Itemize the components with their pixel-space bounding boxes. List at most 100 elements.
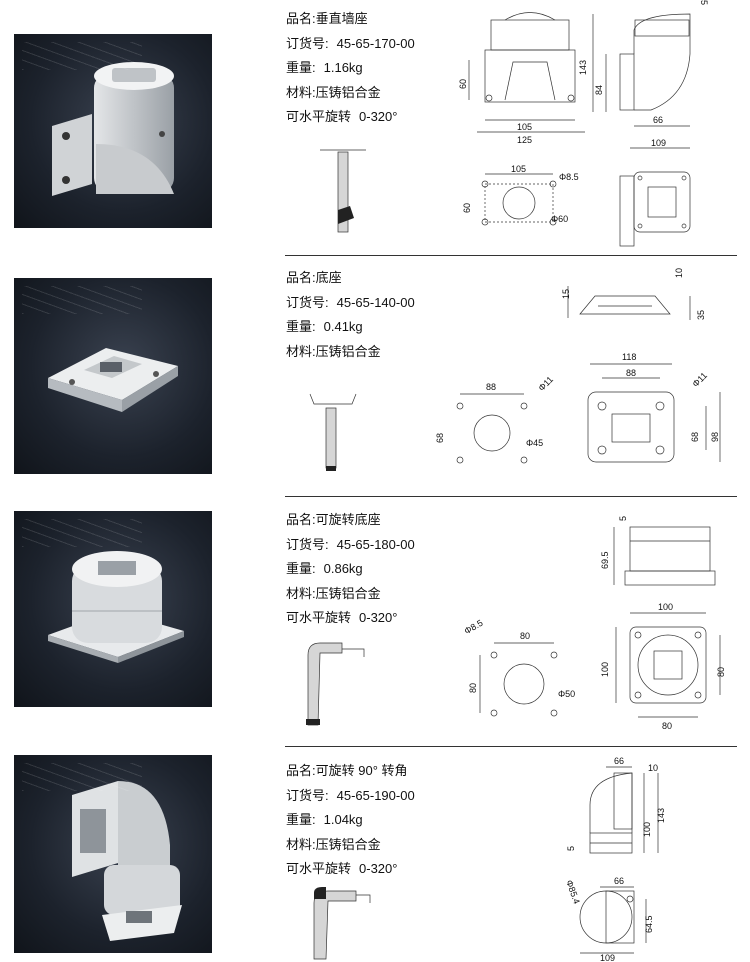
product-section-2: 品名:底座 订货号:45-65-140-00 重量:0.41kg 材料:压铸铝合… — [0, 256, 750, 496]
dim-bolt-w: 88 — [486, 382, 496, 392]
tech-drawing-4: 66 10 100 143 5 66 Φ85.4 64.5 109 — [564, 756, 666, 962]
dim-top-w: 100 — [658, 602, 673, 612]
mount-diagram-2 — [309, 393, 357, 471]
dim-hole: Φ8.5 — [463, 618, 485, 637]
product-specs-3: 品名:可旋转底座 订货号:45-65-180-00 重量:0.86kg 材料:压… — [286, 508, 415, 631]
dim-h2: 143 — [656, 808, 666, 823]
name-label: 品名: — [286, 11, 316, 26]
dim-top-w: 66 — [614, 756, 624, 766]
rotation-value: 0-320° — [359, 610, 398, 625]
material-value: 压铸铝合金 — [315, 84, 381, 100]
weight-value: 0.86kg — [323, 561, 363, 576]
dim-top-w2: 80 — [662, 721, 672, 731]
dim-d: Φ85.4 — [564, 879, 582, 906]
dim-circle: Φ60 — [551, 214, 568, 224]
weight-value: 1.04kg — [323, 812, 363, 827]
product-specs-2: 品名:底座 订货号:45-65-140-00 重量:0.41kg 材料:压铸铝合… — [286, 266, 415, 364]
dim-top-w1: 118 — [622, 352, 636, 362]
dim-bolt-h: 60 — [462, 203, 472, 213]
dim-hole: Φ8.5 — [559, 172, 579, 182]
weight-label: 重量: — [286, 561, 316, 576]
section-divider — [285, 746, 737, 747]
material-value: 压铸铝合金 — [315, 585, 381, 601]
rotation-value: 0-320° — [359, 861, 398, 876]
dim-front-w2: 125 — [517, 135, 532, 145]
product-name: 可旋转 90° 转角 — [315, 763, 408, 778]
weight-label: 重量: — [286, 812, 316, 827]
order-number: 45-65-190-00 — [336, 787, 415, 803]
material-value: 压铸铝合金 — [315, 343, 381, 359]
rotatable-base-render — [48, 551, 184, 663]
product-section-4: 品名:可旋转 90° 转角 订货号: 45-65-190-00 重量: 1.04kg… — [0, 747, 750, 962]
rotatable-corner-render — [72, 781, 182, 941]
order-label: 订货号: — [286, 35, 329, 51]
weight-label: 重量: — [286, 319, 316, 334]
dim-top-right: 5 — [699, 0, 709, 5]
material-label: 材料: — [286, 585, 316, 601]
material-value: 压铸铝合金 — [315, 836, 381, 852]
product-section-1: 品名:垂直墙座 订货号: 45-65-170-00 重量: 1.16kg 材料:压铸… — [0, 0, 750, 255]
rotation-label: 可水平旋转 — [286, 109, 352, 124]
dim-top-h2: 80 — [716, 667, 726, 677]
order-number: 45-65-170-00 — [336, 35, 415, 51]
dim-bh: 64.5 — [644, 915, 654, 933]
dim-side-t: 10 — [674, 268, 684, 278]
dim-hole: Φ11 — [536, 374, 555, 393]
dim-top-w2: 88 — [626, 368, 636, 378]
dim-top-t: 10 — [648, 763, 658, 773]
product-photo-base — [14, 278, 212, 474]
dim-t: 5 — [566, 846, 576, 851]
weight-value: 1.16kg — [323, 60, 363, 75]
tech-drawing-1: 105 125 60 143 84 66 5 105 Φ8.5 Φ60 60 1… — [458, 0, 709, 247]
weight-label: 重量: — [286, 60, 316, 75]
tech-drawing-2: 15 10 35 88 Φ11 Φ45 68 118 88 Φ11 68 98 — [435, 268, 721, 464]
order-number: 45-65-180-00 — [336, 536, 415, 552]
product-name: 底座 — [315, 270, 342, 285]
product-name: 垂直墙座 — [315, 11, 368, 26]
product-photo-wall-mount — [14, 34, 212, 228]
dim-top-h2: 98 — [710, 432, 720, 442]
wall-mount-render — [52, 62, 174, 196]
product-photo-rotatable-corner — [14, 755, 212, 953]
material-label: 材料: — [286, 84, 316, 100]
rotation-label: 可水平旋转 — [286, 610, 352, 625]
dim-side-r: 35 — [696, 310, 706, 320]
dim-bolt-h: 68 — [435, 433, 445, 443]
name-label: 品名: — [286, 512, 316, 527]
rotation-label: 可水平旋转 — [286, 861, 352, 876]
order-label: 订货号: — [286, 787, 329, 803]
dim-bw2: 109 — [600, 953, 615, 962]
dim-bw: 66 — [614, 876, 624, 886]
dim-side-h: 69.5 — [600, 551, 610, 569]
dim-circle: Φ45 — [526, 438, 543, 448]
dim-side-h2: 84 — [594, 85, 604, 95]
dim-side-t: 5 — [618, 516, 628, 521]
dim-top-h1: 68 — [690, 432, 700, 442]
material-label: 材料: — [286, 343, 316, 359]
dim-base-w: 109 — [651, 138, 666, 148]
dim-top-hole: Φ11 — [690, 370, 709, 389]
dim-circle: Φ50 — [558, 689, 575, 699]
watermark — [22, 519, 142, 547]
watermark — [22, 286, 142, 314]
watermark — [22, 42, 142, 70]
product-photo-rotatable-base — [14, 511, 212, 707]
order-number: 45-65-140-00 — [336, 294, 415, 310]
dim-side-h1: 143 — [578, 60, 588, 75]
tech-drawing-3: 69.5 5 100 100 80 80 80 Φ8.5 Φ50 80 — [463, 516, 726, 731]
product-section-3: 品名:可旋转底座 订货号:45-65-180-00 重量:0.86kg 材料:压… — [0, 497, 750, 745]
dim-front-h: 60 — [458, 79, 468, 89]
dim-top-h1: 100 — [600, 662, 610, 677]
product-name: 可旋转底座 — [315, 512, 381, 527]
mount-diagram-1 — [320, 149, 366, 233]
base-render — [48, 348, 178, 412]
name-label: 品名: — [286, 763, 316, 778]
product-specs-4: 品名:可旋转 90° 转角 订货号: 45-65-190-00 重量: 1.04kg… — [286, 759, 415, 882]
weight-value: 0.41kg — [323, 319, 363, 334]
rotation-value: 0-320° — [359, 109, 398, 124]
dim-side-w: 66 — [653, 115, 663, 125]
section-divider — [285, 496, 737, 497]
section-divider — [285, 255, 737, 256]
dim-bolt-h: 80 — [468, 683, 478, 693]
watermark — [22, 763, 142, 791]
